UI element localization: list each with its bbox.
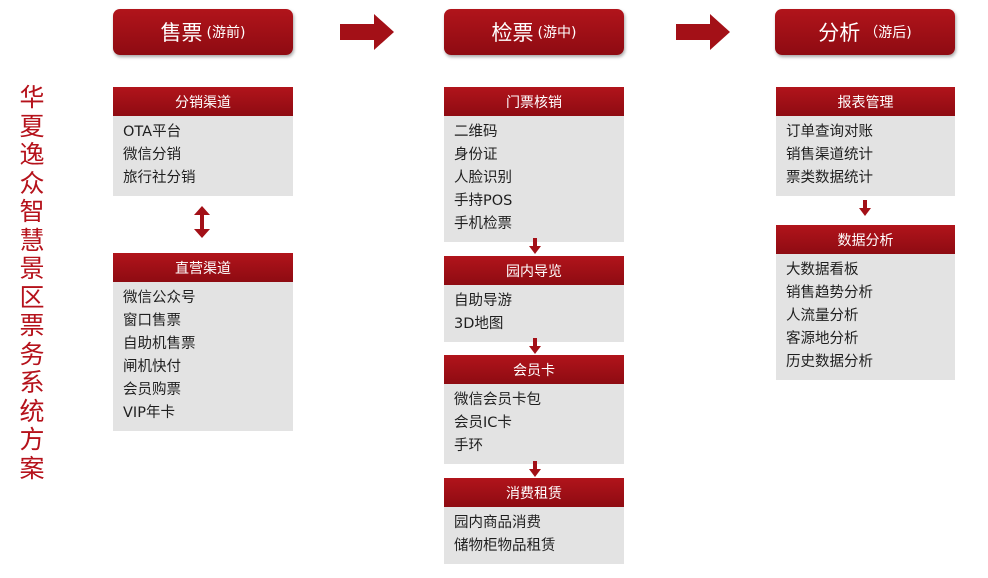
list-item: 储物柜物品租赁 [454,538,556,554]
list-item: 大数据看板 [786,262,859,278]
list-item: 3D地图 [454,316,504,332]
list-item: 人脸识别 [454,170,512,186]
card-data-analysis: 数据分析 大数据看板 销售趋势分析 人流量分析 客源地分析 历史数据分析 [776,225,955,380]
list-item: 票类数据统计 [786,170,873,186]
list-item: 手持POS [454,193,513,209]
list-item: OTA平台 [123,124,182,140]
vertical-title: 华夏逸众智慧景区票务系统方案 [19,83,45,483]
list-item: 自助导游 [454,293,512,309]
list-item: 会员购票 [123,382,181,398]
phase-check-label: 检票 [491,21,534,45]
card-title: 园内导览 [444,256,624,285]
list-item: 微信分销 [123,147,181,163]
right-arrow-icon [340,14,394,50]
card-title: 数据分析 [776,225,955,254]
phase-sales-label: 售票 [160,21,203,45]
card-report-management: 报表管理 订单查询对账 销售渠道统计 票类数据统计 [776,87,955,196]
list-item: 微信公众号 [123,290,196,306]
card-title: 报表管理 [776,87,955,116]
list-item: 园内商品消费 [454,515,541,531]
list-item: 历史数据分析 [786,354,873,370]
double-arrow-icon [194,206,210,238]
card-title: 直营渠道 [113,253,293,282]
list-item: 销售渠道统计 [786,147,873,163]
list-item: 订单查询对账 [786,124,873,140]
phase-sales: 售票 (游前) [113,9,293,55]
list-item: 客源地分析 [786,331,859,347]
list-item: 手机检票 [454,216,512,232]
card-consume-rent: 消费租赁 园内商品消费 储物柜物品租赁 [444,478,624,564]
down-arrow-icon [529,338,541,354]
list-item: 销售趋势分析 [786,285,873,301]
down-arrow-icon [529,461,541,477]
list-item: VIP年卡 [123,405,175,421]
list-item: 手环 [454,438,483,454]
list-item: 窗口售票 [123,313,181,329]
down-arrow-icon [859,200,871,216]
list-item: 二维码 [454,124,498,140]
card-title: 会员卡 [444,355,624,384]
phase-sales-sub: (游前) [206,25,246,41]
phase-analysis-sub: （游后) [864,25,912,41]
card-member-card: 会员卡 微信会员卡包 会员IC卡 手环 [444,355,624,464]
phase-analysis-label: 分析 [818,21,861,45]
list-item: 身份证 [454,147,498,163]
card-title: 消费租赁 [444,478,624,507]
card-title: 门票核销 [444,87,624,116]
card-title: 分销渠道 [113,87,293,116]
list-item: 旅行社分销 [123,170,196,186]
card-direct-channel: 直营渠道 微信公众号 窗口售票 自助机售票 闸机快付 会员购票 VIP年卡 [113,253,293,431]
phase-check: 检票 (游中) [444,9,624,55]
list-item: 人流量分析 [786,308,859,324]
list-item: 自助机售票 [123,336,196,352]
list-item: 微信会员卡包 [454,392,541,408]
list-item: 会员IC卡 [454,415,512,431]
down-arrow-icon [529,238,541,254]
card-ticket-check: 门票核销 二维码 身份证 人脸识别 手持POS 手机检票 [444,87,624,242]
list-item: 闸机快付 [123,359,181,375]
phase-check-sub: (游中) [537,25,577,41]
right-arrow-icon [676,14,730,50]
phase-analysis: 分析 （游后) [775,9,955,55]
card-park-guide: 园内导览 自助导游 3D地图 [444,256,624,342]
card-distribution-channel: 分销渠道 OTA平台 微信分销 旅行社分销 [113,87,293,196]
